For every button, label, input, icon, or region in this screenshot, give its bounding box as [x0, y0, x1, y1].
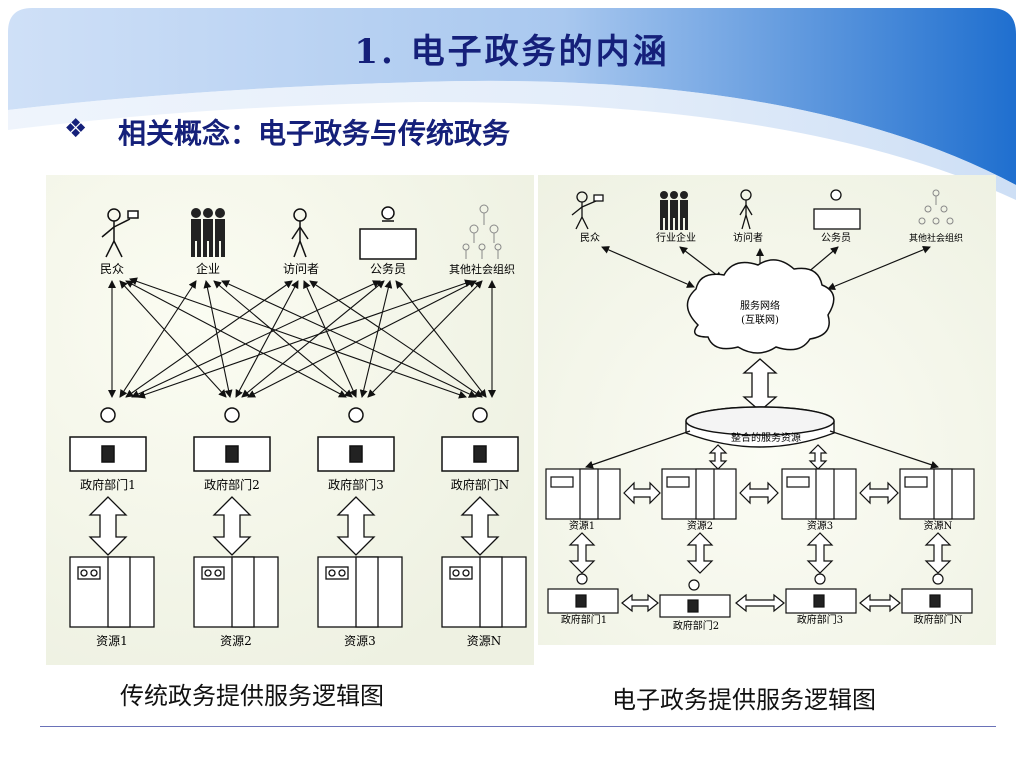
traditional-service-diagram: 民众 企业 访问者 公务员 其他社会组织 政府部门1 政府部门2 政府部门3 政…	[46, 175, 534, 665]
right-actor-label-other-org: 其他社会组织	[909, 232, 963, 244]
right-department-label-2: 政府部门2	[673, 619, 719, 632]
left-resource-label-n: 资源N	[467, 634, 502, 648]
left-many-to-many-arrows	[108, 277, 496, 399]
left-resource-label-3: 资源3	[344, 634, 376, 648]
service-network-cloud	[686, 259, 835, 354]
right-resource-horizontal-arrows	[623, 481, 899, 505]
right-resource-label-1: 资源1	[569, 519, 595, 532]
right-department-horizontal-arrows	[621, 593, 901, 613]
left-actor-label-civil-servant: 公务员	[370, 261, 406, 276]
platform-resource-arrows	[585, 430, 939, 469]
actor-visitor-icon	[291, 208, 309, 258]
right-department-label-1: 政府部门1	[561, 613, 607, 626]
cloud-label-service-network: 服务网络	[740, 299, 780, 312]
slide-title: 1. 电子政务的内涵	[354, 32, 670, 72]
left-department-row	[69, 407, 519, 472]
bullet-text: 相关概念：电子政务与传统政务	[118, 117, 511, 150]
traditional-diagram-caption: 传统政务提供服务逻辑图	[120, 682, 384, 710]
left-resource-label-2: 资源2	[220, 634, 252, 648]
right-resource-label-2: 资源2	[687, 519, 713, 532]
right-actor-label-enterprise: 行业企业	[656, 231, 696, 244]
left-actor-label-citizen: 民众	[100, 262, 124, 276]
right-resource-label-3: 资源3	[807, 519, 833, 532]
actor-enterprise-icon	[191, 208, 225, 257]
right-department-label-3: 政府部门3	[797, 613, 843, 626]
left-actor-label-other-org: 其他社会组织	[449, 262, 515, 276]
left-department-label-1: 政府部门1	[80, 477, 136, 492]
right-enterprise-icon	[660, 191, 688, 230]
right-department-row	[547, 573, 973, 618]
right-actor-icons	[571, 189, 753, 230]
right-resource-label-n: 资源N	[924, 519, 953, 532]
footer-divider	[40, 726, 996, 727]
left-department-label-2: 政府部门2	[204, 477, 260, 492]
left-department-resource-arrows	[88, 496, 500, 556]
right-resource-department-arrows	[568, 532, 952, 574]
e-government-diagram-caption: 电子政务提供服务逻辑图	[612, 686, 876, 714]
left-resource-label-1: 资源1	[96, 634, 128, 648]
bullet-diamond-icon: ❖	[64, 114, 88, 144]
platform-label: 整合的服务资源	[731, 431, 801, 444]
right-department-label-n: 政府部门N	[914, 613, 963, 626]
left-resource-servers	[69, 556, 527, 628]
e-government-service-diagram: 民众 行业企业 访问者 公务员 其他社会组织 服务网络 (互联网) 整合的服务资…	[538, 175, 996, 645]
right-resource-servers	[545, 468, 975, 520]
left-department-label-n: 政府部门N	[451, 477, 510, 492]
integrated-service-resources-platform	[685, 406, 835, 448]
left-actor-label-enterprise: 企业	[196, 261, 220, 276]
header-banner	[8, 8, 1016, 200]
right-actor-label-visitor: 访问者	[733, 231, 763, 244]
left-department-label-3: 政府部门3	[328, 477, 384, 492]
actor-civil-servant-icon	[359, 206, 417, 260]
right-actor-label-civil-servant: 公务员	[821, 231, 851, 244]
right-actor-label-citizen: 民众	[580, 232, 600, 244]
right-civil-servant-icon	[813, 189, 861, 230]
actor-other-organization-icon	[462, 204, 502, 259]
left-actor-label-visitor: 访问者	[283, 262, 319, 276]
cloud-label-internet: (互联网)	[741, 314, 779, 326]
right-other-organization-icon	[918, 189, 954, 225]
actor-citizen-icon	[101, 208, 139, 258]
